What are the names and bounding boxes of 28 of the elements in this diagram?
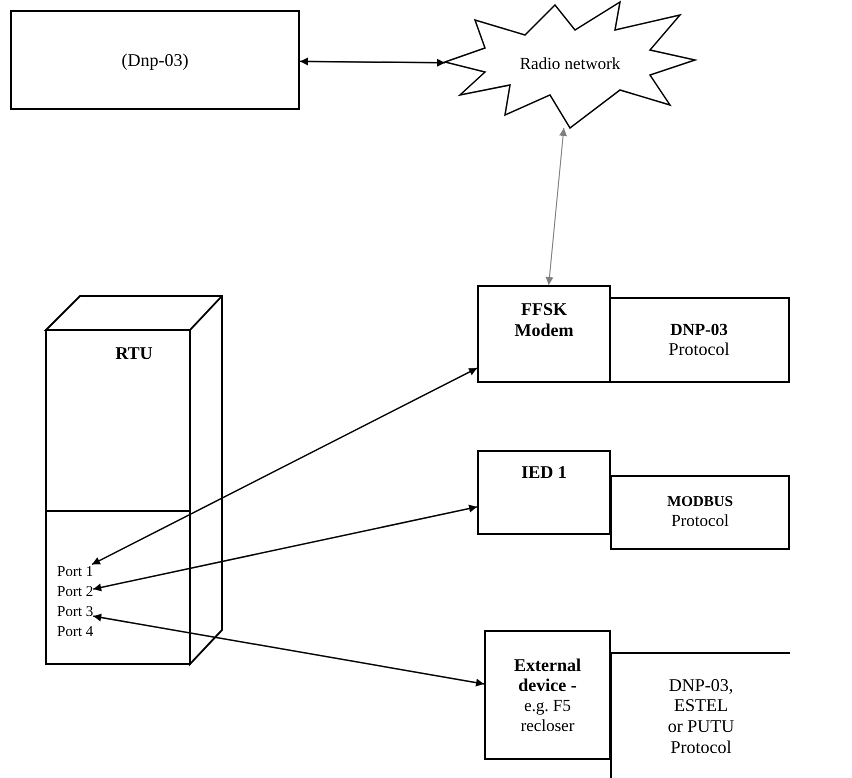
node-text: Protocol xyxy=(668,339,730,360)
port-label: Port 2 xyxy=(57,584,102,602)
node-text: DNP-03 xyxy=(670,320,728,340)
node-text: Protocol xyxy=(671,511,729,531)
box xyxy=(477,285,611,383)
connector-arrow xyxy=(300,57,445,67)
node-text: e.g. F5 recloser xyxy=(520,696,576,736)
box xyxy=(484,630,611,760)
node-text: FFSK Modem xyxy=(514,299,574,340)
node-text: External device - xyxy=(513,654,582,696)
box xyxy=(610,652,790,778)
box xyxy=(610,475,790,550)
connector-arrow xyxy=(93,614,484,687)
port-label: Port 4 xyxy=(57,624,102,642)
connector-arrow xyxy=(93,504,478,592)
box xyxy=(10,10,300,110)
node-text: Radio network xyxy=(520,54,620,74)
connector-arrow xyxy=(546,128,568,286)
connector-arrow xyxy=(92,367,478,566)
port-label: Port 1 xyxy=(57,564,102,582)
box xyxy=(610,297,790,383)
node-text: IED 1 xyxy=(521,462,567,483)
node-text: MODBUS xyxy=(667,494,733,512)
node-text: DNP-03, ESTEL or PUTU Protocol xyxy=(667,674,735,758)
node-text: (Dnp-03) xyxy=(122,50,188,70)
box xyxy=(477,450,611,535)
node-text: RTU xyxy=(115,343,153,364)
port-label: Port 3 xyxy=(57,604,102,622)
